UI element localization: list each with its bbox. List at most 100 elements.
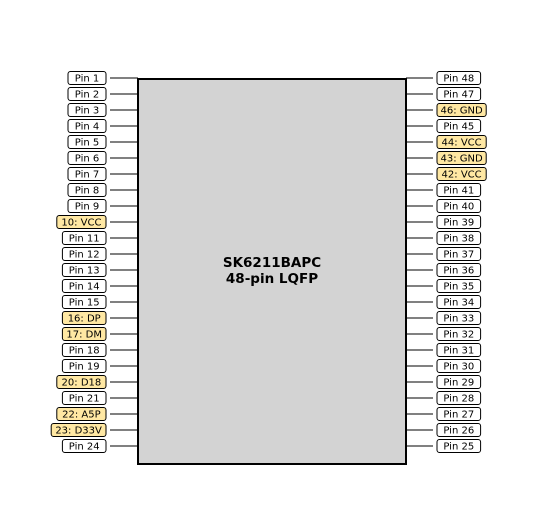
pin-label-box bbox=[67, 135, 107, 149]
right-pin: Pin 30 bbox=[406, 359, 482, 373]
pin-label: Pin 15 bbox=[69, 298, 100, 309]
pin-label-box bbox=[67, 87, 107, 101]
pin-label-box bbox=[56, 375, 107, 389]
left-pin: Pin 11 bbox=[61, 231, 138, 245]
left-pin: Pin 8 bbox=[67, 183, 138, 197]
right-pin: 46: GND bbox=[406, 103, 487, 117]
pin-label: Pin 5 bbox=[75, 138, 99, 149]
pin-label: Pin 11 bbox=[69, 234, 100, 245]
pin-label-box bbox=[436, 199, 482, 213]
pin-label: Pin 39 bbox=[443, 218, 474, 229]
left-pin: 16: DP bbox=[61, 311, 138, 325]
pin-label-box bbox=[436, 135, 487, 149]
pin-label: Pin 28 bbox=[443, 394, 474, 405]
left-pin: Pin 13 bbox=[61, 263, 138, 277]
pin-label: 10: VCC bbox=[61, 218, 101, 229]
pin-label-box bbox=[436, 247, 482, 261]
pin-label-box bbox=[61, 343, 107, 357]
pin-label-box bbox=[61, 311, 107, 325]
left-pin: 23: D33V bbox=[50, 423, 138, 437]
pin-label: Pin 33 bbox=[443, 314, 474, 325]
pin-label-box bbox=[436, 215, 482, 229]
left-pin: Pin 18 bbox=[61, 343, 138, 357]
left-pin-group: Pin 1 Pin 2 Pin 3 Pin 4 Pin 5 Pin 6 Pin 7 Pin 8… bbox=[50, 71, 138, 453]
right-pin: Pin 25 bbox=[406, 439, 482, 453]
pin-label: Pin 32 bbox=[443, 330, 474, 341]
chip-body bbox=[137, 78, 407, 465]
pin-label-box bbox=[61, 231, 107, 245]
pin-label-box bbox=[61, 439, 107, 453]
pin-label-box bbox=[61, 263, 107, 277]
pin-label-box bbox=[56, 215, 107, 229]
pin-label-box bbox=[436, 327, 482, 341]
left-pin: 22: A5P bbox=[56, 407, 138, 421]
pin-label: Pin 4 bbox=[75, 122, 99, 133]
left-pin: 17: DM bbox=[61, 327, 138, 341]
left-pin: Pin 14 bbox=[61, 279, 138, 293]
right-pin: Pin 33 bbox=[406, 311, 482, 325]
pin-label: Pin 2 bbox=[75, 90, 99, 101]
left-pin: Pin 3 bbox=[67, 103, 138, 117]
pin-label: Pin 12 bbox=[69, 250, 100, 261]
pin-label: Pin 13 bbox=[69, 266, 100, 277]
left-pin: Pin 7 bbox=[67, 167, 138, 181]
pin-label: Pin 45 bbox=[443, 122, 474, 133]
pin-label-box bbox=[61, 359, 107, 373]
pin-label-box bbox=[67, 167, 107, 181]
pin-label-box bbox=[436, 183, 482, 197]
pin-label-box bbox=[436, 151, 487, 165]
pin-label-box bbox=[436, 167, 487, 181]
left-pin: Pin 15 bbox=[61, 295, 138, 309]
pin-label: 20: D18 bbox=[62, 378, 102, 389]
chip-name: SK6211BAPC bbox=[223, 255, 321, 271]
left-pin: Pin 24 bbox=[61, 439, 138, 453]
pin-label: Pin 25 bbox=[443, 442, 474, 453]
pin-label: 16: DP bbox=[68, 314, 101, 325]
pin-label-box bbox=[436, 375, 482, 389]
pin-label: Pin 37 bbox=[443, 250, 474, 261]
pin-label-box bbox=[436, 439, 482, 453]
pin-label-box bbox=[67, 199, 107, 213]
pin-label-box bbox=[56, 407, 107, 421]
pin-label-box bbox=[436, 71, 482, 85]
pin-label: Pin 31 bbox=[443, 346, 474, 357]
pin-label: Pin 7 bbox=[75, 170, 99, 181]
pin-label: Pin 1 bbox=[75, 74, 99, 85]
pin-label: 43: GND bbox=[440, 154, 483, 165]
pin-label-box bbox=[436, 103, 487, 117]
pin-label: 44: VCC bbox=[442, 138, 482, 149]
left-pin: Pin 21 bbox=[61, 391, 138, 405]
right-pin: Pin 47 bbox=[406, 87, 482, 101]
pin-label: Pin 24 bbox=[69, 442, 100, 453]
pin-label-box bbox=[436, 311, 482, 325]
pin-label: Pin 6 bbox=[75, 154, 99, 165]
pin-label: 22: A5P bbox=[62, 410, 101, 421]
left-pin: Pin 2 bbox=[67, 87, 138, 101]
left-pin: 20: D18 bbox=[56, 375, 138, 389]
right-pin: Pin 39 bbox=[406, 215, 482, 229]
pin-label: Pin 14 bbox=[69, 282, 100, 293]
pin-label-box bbox=[67, 151, 107, 165]
pin-label-box bbox=[436, 119, 482, 133]
pin-label: 46: GND bbox=[440, 106, 483, 117]
right-pin: Pin 29 bbox=[406, 375, 482, 389]
pin-label-box bbox=[436, 263, 482, 277]
pin-label: 42: VCC bbox=[442, 170, 482, 181]
pin-label: Pin 19 bbox=[69, 362, 100, 373]
left-pin: 10: VCC bbox=[56, 215, 138, 229]
right-pin: Pin 40 bbox=[406, 199, 482, 213]
pin-label-box bbox=[61, 279, 107, 293]
left-pin: Pin 9 bbox=[67, 199, 138, 213]
pin-label-box bbox=[436, 391, 482, 405]
pin-label: Pin 27 bbox=[443, 410, 474, 421]
chip-package: 48-pin LQFP bbox=[226, 271, 318, 287]
pin-label: Pin 40 bbox=[443, 202, 474, 213]
left-pin: Pin 4 bbox=[67, 119, 138, 133]
pin-label-box bbox=[436, 295, 482, 309]
pin-label: Pin 35 bbox=[443, 282, 474, 293]
pin-label: Pin 8 bbox=[75, 186, 99, 197]
right-pin: Pin 37 bbox=[406, 247, 482, 261]
right-pin: 43: GND bbox=[406, 151, 487, 165]
